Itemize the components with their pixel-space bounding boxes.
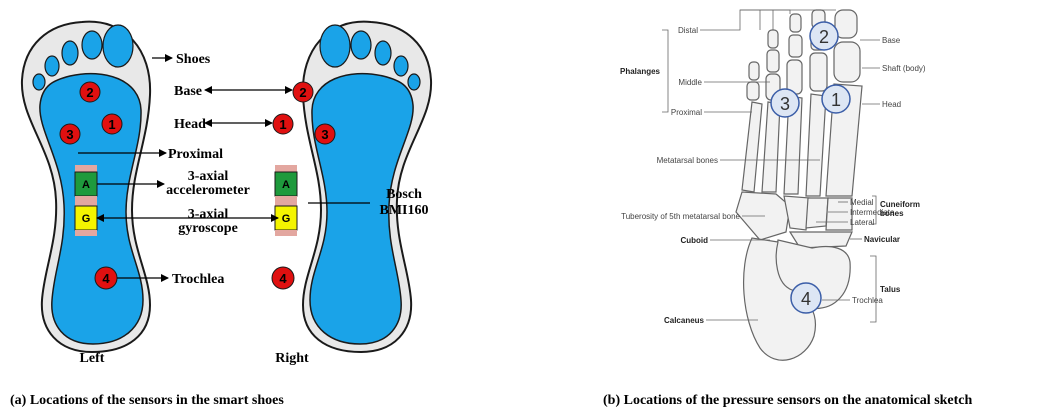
left-sensor-3-label: 3 <box>66 127 73 142</box>
medial-cuneiform <box>826 198 852 230</box>
callout-proximal: Proximal <box>168 147 223 162</box>
right-accelerometer-letter: A <box>282 179 290 191</box>
label-medial: Medial <box>850 198 874 207</box>
left-imu-spacer-top <box>75 165 97 172</box>
toe4-distal <box>768 30 778 48</box>
left-imu-spacer-bottom <box>75 230 97 236</box>
callout-accelerometer-line1: 3-axial <box>188 169 229 184</box>
right-sensor-2-label: 2 <box>299 85 306 100</box>
label-shaft: Shaft (body) <box>882 64 926 73</box>
toe4-middle <box>767 50 779 72</box>
right-toe-4 <box>394 56 408 76</box>
metatarsal-2 <box>806 94 826 196</box>
left-big-toe <box>103 25 133 67</box>
label-left: Left <box>80 351 105 366</box>
toe5-proximal <box>747 82 759 100</box>
label-cuboid: Cuboid <box>680 236 708 245</box>
right-sensor-4-label: 4 <box>279 271 287 286</box>
callout-base: Base <box>174 84 202 99</box>
right-toe-5 <box>408 74 420 90</box>
callout-head: Head <box>174 117 206 132</box>
callout-gyroscope-line1: 3-axial <box>188 207 229 222</box>
right-imu-spacer-mid <box>275 196 297 206</box>
label-distal: Distal <box>678 26 698 35</box>
toe5-distal <box>749 62 759 80</box>
marker-4-label: 4 <box>801 289 811 309</box>
talus-bracket <box>870 256 876 322</box>
right-sensor-3-label: 3 <box>321 127 328 142</box>
label-talus: Talus <box>880 285 901 294</box>
left-sensor-4-label: 4 <box>102 271 110 286</box>
left-toe-2 <box>82 31 102 59</box>
label-base: Base <box>882 36 901 45</box>
right-imu-spacer-top <box>275 165 297 172</box>
label-navicular: Navicular <box>864 235 900 244</box>
toe3-middle <box>789 35 802 57</box>
left-gyroscope-letter: G <box>82 213 91 225</box>
right-big-toe <box>320 25 350 67</box>
label-metatarsal: Metatarsal bones <box>657 156 718 165</box>
label-phalanges: Phalanges <box>620 67 661 76</box>
marker-1-label: 1 <box>831 90 841 110</box>
right-gyroscope-letter: G <box>282 213 291 225</box>
callout-gyroscope-line2: gyroscope <box>178 221 238 236</box>
label-head: Head <box>882 100 901 109</box>
label-calcaneus: Calcaneus <box>664 316 705 325</box>
label-right: Right <box>275 351 309 366</box>
distal-leader <box>700 10 790 30</box>
label-cuneiform: Cuneiform <box>880 200 920 209</box>
callout-bosch: Bosch <box>386 187 422 202</box>
left-imu-spacer-mid <box>75 196 97 206</box>
label-tuberosity: Tuberosity of 5th metatarsal bone <box>621 212 740 221</box>
right-toe-2 <box>351 31 371 59</box>
marker-3-label: 3 <box>780 94 790 114</box>
right-sensor-1-label: 1 <box>279 117 286 132</box>
callout-trochlea: Trochlea <box>172 272 224 287</box>
label-trochlea: Trochlea <box>852 296 883 305</box>
left-toe-3 <box>62 41 78 65</box>
metatarsal-5 <box>742 102 762 192</box>
label-lateral: Lateral <box>850 218 875 227</box>
intermediate-cuneiform <box>806 198 828 228</box>
left-accelerometer-letter: A <box>82 179 90 191</box>
callout-shoes: Shoes <box>176 52 211 67</box>
left-shoe: 2 1 3 4 A G <box>22 22 150 352</box>
left-toe-4 <box>45 56 59 76</box>
left-sensor-1-label: 1 <box>108 117 115 132</box>
left-toe-5 <box>33 74 45 90</box>
panel-b: Distal Phalanges Middle Proximal Metatar… <box>603 10 973 408</box>
left-sensor-2-label: 2 <box>86 85 93 100</box>
right-imu-spacer-bottom <box>275 230 297 236</box>
caption-b: (b) Locations of the pressure sensors on… <box>603 393 973 408</box>
callout-bmi160: BMI160 <box>380 203 429 218</box>
label-cuneiform-bones: bones <box>880 209 904 218</box>
toe3-distal <box>790 14 801 32</box>
panel-a: 2 1 3 4 A G <box>10 22 431 408</box>
caption-a: (a) Locations of the sensors in the smar… <box>10 393 284 408</box>
right-toe-3 <box>375 41 391 65</box>
hallux-proximal <box>834 42 860 82</box>
label-proximal-phalanx: Proximal <box>671 108 702 117</box>
marker-2-label: 2 <box>819 27 829 47</box>
toe2-proximal <box>810 53 827 91</box>
phalanges-bracket <box>662 30 668 112</box>
label-middle: Middle <box>678 78 702 87</box>
callout-accelerometer-line2: accelerometer <box>166 183 250 198</box>
